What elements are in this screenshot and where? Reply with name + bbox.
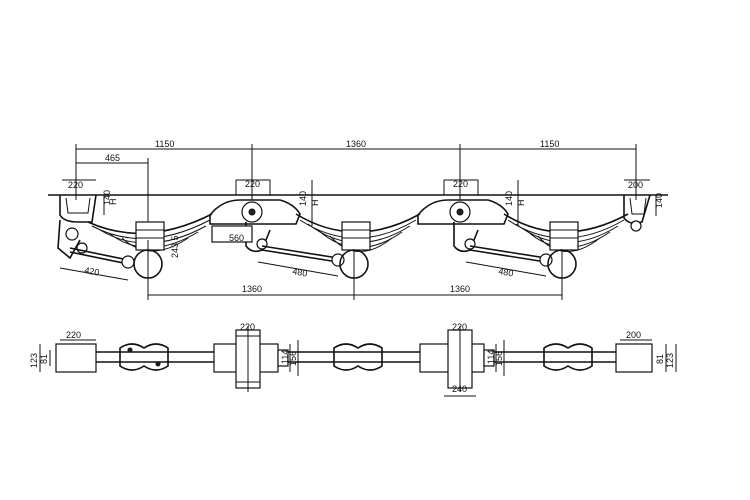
spring-clamp-2 — [341, 221, 371, 251]
leaf-spring-3 — [503, 213, 629, 300]
middle-block-1: 220 114 156 — [213, 322, 299, 392]
svg-text:H: H — [516, 200, 526, 207]
middle-torque-rod-1: 480 — [257, 245, 345, 279]
front-bracket-width: 220 — [68, 180, 83, 190]
front-hanger: 220 140 H — [57, 179, 118, 260]
middle-hanger-2: 220 140 H — [417, 179, 526, 253]
middle-torque-rod-2: 480 — [465, 245, 553, 279]
front-bracket-height: 140 — [102, 190, 112, 205]
rear-height-2: 123 — [665, 353, 675, 368]
spring-seat-3 — [543, 343, 593, 371]
mid-dim-2b: 156 — [494, 351, 504, 366]
spring-seat-1 — [119, 343, 169, 371]
mid-width-2: 220 — [452, 322, 467, 332]
plan-view: 220 123 81 220 114 156 — [29, 322, 677, 397]
middle-block-2: 220 240 114 156 — [419, 322, 505, 397]
dim-1150-left: 1150 — [155, 139, 174, 149]
spring-clamp-3 — [549, 221, 579, 251]
equalizer-1 — [211, 225, 253, 243]
front-height-2: 81 — [39, 354, 49, 364]
middle-hanger-1: 220 560 140 H — [209, 179, 320, 253]
svg-text:H: H — [310, 200, 320, 207]
front-width: 220 — [66, 330, 81, 340]
rear-hanger: 200 140 — [623, 179, 664, 232]
front-plate: 220 123 81 — [29, 330, 97, 373]
mid-bracket-height-1: 140 — [298, 191, 308, 206]
mid-dim-1a: 114 — [280, 350, 290, 364]
front-height-1: 123 — [29, 353, 39, 368]
axle-spacing-2: 1360 — [450, 284, 470, 294]
mid-bracket-width-2: 220 — [453, 179, 468, 189]
rear-width: 200 — [626, 330, 641, 340]
rear-bracket-height: 140 — [654, 193, 664, 208]
leaf-spring-2 — [295, 213, 421, 300]
rear-plate: 200 81 123 — [615, 330, 677, 373]
svg-text:H: H — [108, 199, 118, 206]
leaf-spring-1: 243.5 — [87, 213, 213, 300]
rod-length-3: 480 — [498, 266, 515, 278]
rear-height-1: 81 — [655, 354, 665, 364]
front-shackle-pin — [65, 227, 79, 241]
mid-dim-2a: 114 — [486, 350, 496, 364]
mid-dim-1b: 156 — [288, 351, 298, 366]
dim-465: 465 — [105, 153, 120, 163]
axle-spacing-1: 1360 — [242, 284, 262, 294]
rear-bracket-width: 200 — [628, 180, 643, 190]
rod-length-1: 420 — [84, 265, 101, 277]
center-bracket-dim: 560 — [229, 233, 244, 243]
side-view: 1150 1360 1150 465 220 140 H 420 — [48, 139, 668, 300]
mid-bracket-width-1: 220 — [245, 179, 260, 189]
mid-bottom-2: 240 — [452, 384, 467, 394]
mid-width-1: 220 — [240, 322, 255, 332]
front-torque-rod: 420 — [59, 247, 135, 281]
rod-length-2: 480 — [292, 266, 309, 278]
dim-1360-top: 1360 — [346, 139, 366, 149]
mid-bracket-height-2: 140 — [504, 191, 514, 206]
dim-1150-right: 1150 — [540, 139, 559, 149]
spring-seat-2 — [333, 343, 383, 371]
spring-dim: 243.5 — [170, 235, 180, 258]
spring-clamp-1 — [135, 221, 165, 251]
